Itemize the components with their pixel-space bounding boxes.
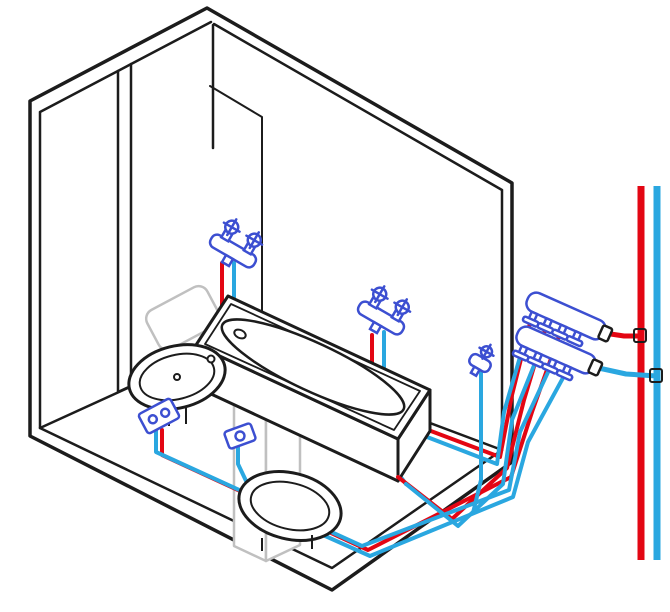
cold-supply-connector [591, 364, 660, 379]
hot-manifold [521, 291, 614, 348]
cold-pipes-floor [154, 361, 566, 558]
hygiene-valve [468, 343, 495, 378]
hot-manifold-stub-4-handle [565, 334, 584, 348]
cold-pipe-hygiene-valve [471, 370, 483, 515]
riser-fittings [633, 328, 663, 383]
bathtub-drain [233, 328, 247, 340]
cold-manifold [511, 325, 604, 382]
toilet-seat [249, 480, 331, 532]
wall-thickness-lines [38, 20, 504, 570]
bath-mixer-handle-left-cross [370, 285, 389, 304]
shower-screen [209, 85, 263, 313]
mirror [144, 284, 222, 352]
bath-mixer-spout [368, 320, 383, 335]
bathtub [194, 294, 432, 483]
cold-pipe-bath [404, 361, 537, 528]
bath-mixer [356, 285, 412, 336]
sink-tap [206, 354, 216, 364]
cold-manifold-stub-4-handle [555, 368, 574, 382]
sink-outlet-body [137, 397, 181, 435]
shower-mixer-handle-left-cross [222, 218, 241, 237]
shower-mixer-spout [220, 253, 235, 268]
hot-riser-fitting [633, 328, 647, 343]
cistern-valve-box [223, 422, 257, 450]
cistern-valve-knob [234, 430, 246, 442]
cold-pipe-sink [154, 368, 551, 548]
sink [127, 343, 227, 426]
toilet-base [261, 535, 313, 551]
hygiene-valve-outlet [469, 364, 482, 378]
sink-outlet-cold-port [159, 407, 171, 418]
hot-manifold-union-nut [597, 324, 614, 343]
mirror-panel [144, 284, 222, 352]
hygiene-valve-handle-cross [478, 343, 495, 360]
sink-drain [173, 373, 181, 381]
sink-outlet-hot-port [147, 414, 159, 425]
bath-mixer-handle-right-cross [393, 298, 412, 317]
cold-pipe-cistern [236, 374, 566, 558]
shower-mixer-handle-right-cross [245, 231, 264, 250]
bathtub-basin [220, 318, 406, 416]
sink-outlet-box [137, 397, 181, 435]
cold-manifold-union-nut [587, 358, 604, 377]
cold-riser-fitting [649, 368, 663, 383]
shower-mixer [208, 218, 264, 269]
toilet [237, 470, 343, 551]
